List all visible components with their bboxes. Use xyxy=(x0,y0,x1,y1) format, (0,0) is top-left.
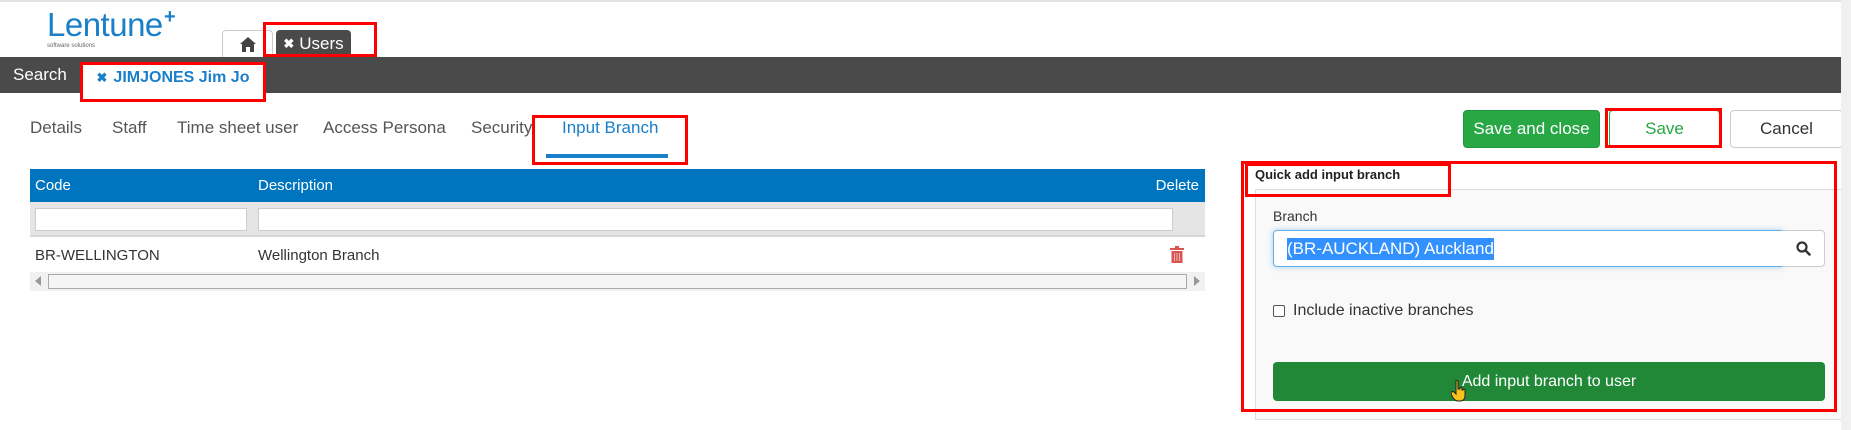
branch-input[interactable]: (BR-AUCKLAND) Auckland xyxy=(1273,230,1783,267)
save-and-close-button[interactable]: Save and close xyxy=(1463,110,1600,148)
lentune-logo: Lentune + software solutions xyxy=(47,6,177,52)
scroll-left-icon[interactable] xyxy=(35,276,41,286)
add-input-branch-button[interactable]: Add input branch to user xyxy=(1273,362,1825,401)
branch-label: Branch xyxy=(1273,208,1318,224)
record-tab-bar xyxy=(0,57,1851,93)
page-scrollbar[interactable] xyxy=(1841,0,1851,430)
code-filter-input[interactable] xyxy=(35,208,247,231)
users-tab-label: Users xyxy=(299,33,344,53)
horizontal-scrollbar[interactable] xyxy=(30,272,1205,291)
save-button[interactable]: Save xyxy=(1609,110,1720,148)
hand-cursor-icon xyxy=(1451,380,1466,402)
tab-staff[interactable]: Staff xyxy=(112,118,147,137)
row-code: BR-WELLINGTON xyxy=(35,247,160,264)
grid-filter-row xyxy=(30,202,1205,237)
home-icon xyxy=(239,36,256,52)
tab-time-sheet-user[interactable]: Time sheet user xyxy=(177,118,299,137)
column-header-delete: Delete xyxy=(1155,177,1199,194)
close-icon[interactable]: ✖ xyxy=(283,35,295,51)
description-filter-input[interactable] xyxy=(258,208,1173,231)
column-header-description[interactable]: Description xyxy=(258,177,334,194)
column-header-code[interactable]: Code xyxy=(35,177,71,194)
tab-input-branch[interactable]: Input Branch xyxy=(562,118,659,137)
active-tab-underline xyxy=(546,154,668,158)
include-inactive-option[interactable]: Include inactive branches xyxy=(1273,302,1474,320)
home-tab[interactable] xyxy=(222,30,273,57)
search-icon xyxy=(1795,241,1811,256)
row-description: Wellington Branch xyxy=(258,247,380,264)
input-branch-grid: Code Description Delete BR-WELLINGTON We… xyxy=(30,169,1205,291)
branch-search-button[interactable] xyxy=(1782,230,1825,267)
logo-plus: + xyxy=(164,6,176,28)
include-inactive-checkbox[interactable] xyxy=(1273,305,1285,317)
tab-details[interactable]: Details xyxy=(30,118,82,137)
trash-icon[interactable] xyxy=(1170,246,1184,263)
cancel-button[interactable]: Cancel xyxy=(1730,110,1843,148)
logo-tagline: software solutions xyxy=(47,43,96,49)
top-border xyxy=(0,0,1851,2)
tab-access-persona[interactable]: Access Persona xyxy=(323,118,446,137)
grid-header: Code Description Delete xyxy=(30,169,1205,202)
branch-input-value: (BR-AUCKLAND) Auckland xyxy=(1287,237,1494,260)
table-row[interactable]: BR-WELLINGTON Wellington Branch xyxy=(30,237,1205,272)
logo-text: Lentune xyxy=(47,6,163,43)
include-inactive-label: Include inactive branches xyxy=(1293,302,1474,319)
close-icon[interactable]: ✖ xyxy=(96,70,108,85)
quick-add-title: Quick add input branch xyxy=(1255,167,1401,182)
record-tab-label: JIMJONES Jim Jo xyxy=(113,69,250,86)
scrollbar-thumb[interactable] xyxy=(48,274,1187,289)
users-tab[interactable]: ✖ Users xyxy=(276,30,351,57)
record-tab-jimjones[interactable]: ✖ JIMJONES Jim Jo xyxy=(82,63,264,93)
search-tab[interactable]: Search xyxy=(13,65,67,84)
scroll-right-icon[interactable] xyxy=(1194,276,1200,286)
tab-security[interactable]: Security xyxy=(471,118,533,137)
